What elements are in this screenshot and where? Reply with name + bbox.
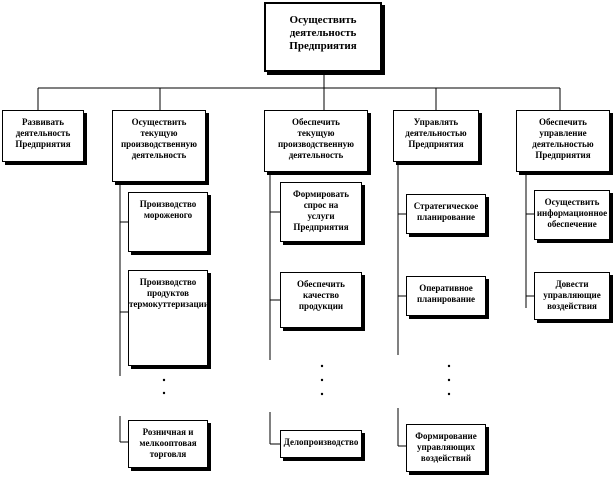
root-node-label: Осуществить деятельность Предприятия — [289, 14, 357, 52]
ellipsis-dots — [162, 364, 451, 396]
child-node: Оперативное планирование — [406, 276, 486, 316]
child-node: Довести управляющие воздействия — [534, 272, 610, 320]
branch-node-label: Осуществить текущую производственную дея… — [120, 117, 198, 160]
child-node-label: Обеспечить качество продукции — [297, 279, 345, 311]
child-node-label: Стратегическое планирование — [413, 201, 479, 222]
child-node: Делопроизводство — [280, 430, 362, 458]
branch-node-label: Развивать деятельность Предприятия — [15, 117, 71, 149]
child-node-label: Формирование управляющих воздействий — [415, 431, 477, 463]
child-node: Производство мороженого — [128, 192, 208, 252]
child-node-label: Оперативное планирование — [416, 283, 476, 304]
child-node-label: Довести управляющие воздействия — [543, 279, 601, 311]
child-node-label: Розничная и мелкооптовая торговля — [139, 427, 197, 459]
branch-node-label: Обеспечить управление деятельностью Пред… — [532, 117, 594, 160]
child-node: Формировать спрос на услуги Предприятия — [280, 182, 362, 242]
child-node-label: Осуществить информационное обеспечение — [536, 197, 608, 229]
branch-node-1: Развивать деятельность Предприятия — [2, 110, 84, 162]
child-node-label: Производство мороженого — [139, 199, 197, 220]
child-node: Розничная и мелкооптовая торговля — [128, 420, 208, 468]
branch-node-label: Обеспечить текущую производственную деят… — [277, 117, 355, 160]
root-node: Осуществить деятельность Предприятия — [264, 2, 382, 72]
child-node-label: Производство продуктов термокуттеризации — [129, 277, 210, 309]
child-node-label: Делопроизводство — [283, 437, 359, 447]
branch-node-2: Осуществить текущую производственную дея… — [112, 110, 206, 182]
child-node: Осуществить информационное обеспечение — [534, 190, 610, 240]
branch-node-label: Управлять деятельностью Предприятия — [405, 117, 467, 149]
child-node: Стратегическое планирование — [406, 194, 486, 234]
child-node: Обеспечить качество продукции — [280, 272, 362, 328]
branch-node-3: Обеспечить текущую производственную деят… — [264, 110, 368, 172]
child-node: Формирование управляющих воздействий — [406, 424, 486, 472]
branch-node-4: Управлять деятельностью Предприятия — [393, 110, 479, 162]
child-node-label: Формировать спрос на услуги Предприятия — [292, 189, 349, 232]
branch-node-5: Обеспечить управление деятельностью Пред… — [516, 110, 610, 172]
child-node: Производство продуктов термокуттеризации — [128, 270, 210, 366]
